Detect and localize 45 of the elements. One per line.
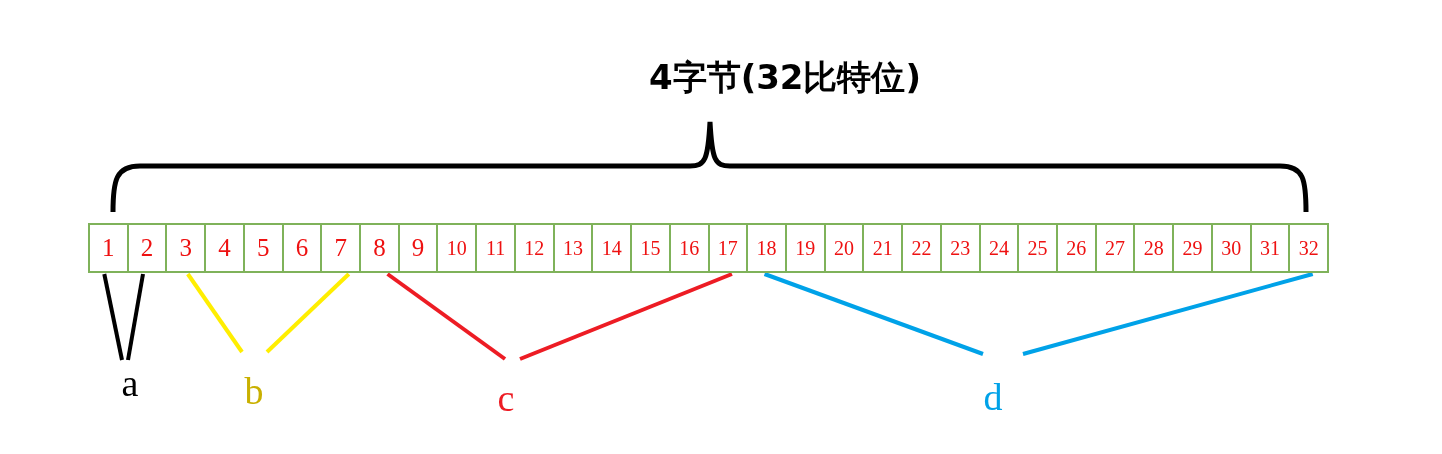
bit-cell: 31: [1249, 223, 1291, 273]
bit-cell: 32: [1288, 223, 1329, 273]
bit-cell: 19: [784, 223, 826, 273]
bit-cell: 22: [901, 223, 942, 273]
leader-line: [126, 273, 145, 361]
bit-cell: 4: [204, 223, 245, 273]
bit-cell: 27: [1094, 223, 1136, 273]
bit-cell: 6: [281, 223, 323, 273]
group-label: d: [955, 354, 1031, 416]
bit-cell: 21: [862, 223, 904, 273]
bit-cell: 12: [513, 223, 555, 273]
leader-line: [763, 272, 984, 356]
bit-cell: 20: [823, 223, 865, 273]
bit-cell: 29: [1172, 223, 1213, 273]
bit-cell: 23: [939, 223, 981, 273]
bit-cell: 14: [591, 223, 633, 273]
bit-cell: 24: [978, 223, 1020, 273]
bit-cell: 28: [1133, 223, 1175, 273]
bit-cell: 11: [475, 223, 516, 273]
bit-cell: 1: [88, 223, 129, 273]
bit-cell: 15: [630, 223, 671, 273]
group-label: b: [226, 352, 282, 410]
leader-line: [186, 272, 244, 354]
bit-cell: 3: [165, 223, 207, 273]
bit-cell: 7: [320, 223, 362, 273]
bit-cell: 8: [359, 223, 400, 273]
bit-cell: 18: [746, 223, 787, 273]
leader-line: [1022, 272, 1314, 356]
bit-cell: 26: [1055, 223, 1097, 273]
bit-cell: 2: [126, 223, 168, 273]
bit-cell: 16: [668, 223, 710, 273]
bit-cell: 9: [397, 223, 439, 273]
title: 4字节(32比特位): [647, 56, 923, 99]
leader-line: [519, 272, 733, 361]
bit-cell: 30: [1210, 223, 1252, 273]
bit-cell: 5: [242, 223, 284, 273]
bit-cell: 25: [1017, 223, 1058, 273]
leader-line: [386, 272, 507, 361]
bit-cell: 13: [552, 223, 594, 273]
bit-cell: 10: [436, 223, 478, 273]
bit-cell: 17: [707, 223, 749, 273]
leader-line: [265, 272, 351, 354]
group-label: a: [100, 360, 160, 402]
group-label: c: [476, 359, 536, 417]
leader-line: [102, 273, 124, 361]
